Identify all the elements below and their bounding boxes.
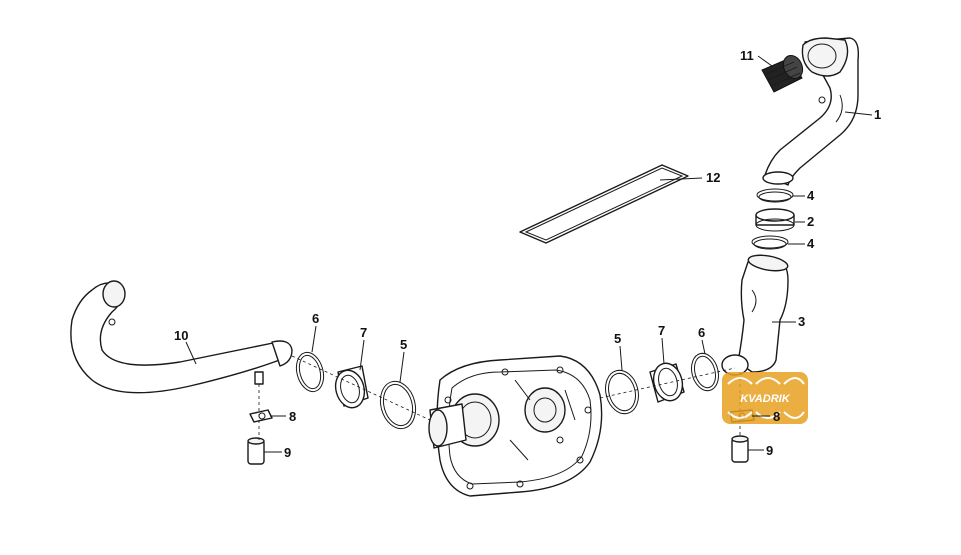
callout-2: 2 <box>807 214 814 229</box>
part-2-coupler <box>755 208 795 232</box>
part-6-clamp-left <box>295 351 325 393</box>
part-3-lower-duct <box>721 254 789 376</box>
part-4-clamp-lower <box>751 235 789 250</box>
callout-9-left: 9 <box>284 445 291 460</box>
callout-12: 12 <box>706 170 720 185</box>
part-1-upper-duct <box>762 37 860 186</box>
callout-labels: 11 1 12 4 2 4 3 6 7 5 5 7 6 10 8 8 9 9 <box>174 48 881 460</box>
kvadrik-watermark-logo: KVADRIK <box>722 372 808 424</box>
part-6-clamp-right <box>691 352 719 392</box>
cvt-cover <box>428 355 603 497</box>
callout-5-right: 5 <box>614 331 621 346</box>
watermark-background <box>722 372 808 424</box>
callout-8-left: 8 <box>289 409 296 424</box>
callout-11: 11 <box>740 48 754 63</box>
part-4-clamp-upper <box>756 188 794 203</box>
part-9-plug-right <box>731 435 749 463</box>
callout-7-left: 7 <box>360 325 367 340</box>
callout-1: 1 <box>874 107 881 122</box>
part-5-clamp-left <box>379 380 417 430</box>
part-8-clip-left <box>249 409 273 423</box>
part-12-label-strip <box>519 164 689 244</box>
callout-6-right: 6 <box>698 325 705 340</box>
callout-6-left: 6 <box>312 311 319 326</box>
callout-10: 10 <box>174 328 188 343</box>
callout-9-right: 9 <box>766 443 773 458</box>
watermark-text: KVADRIK <box>740 393 790 405</box>
part-7-coupler-left <box>334 365 369 409</box>
part-5-clamp-right <box>605 369 639 415</box>
callout-3: 3 <box>798 314 805 329</box>
part-9-plug-left <box>247 437 265 465</box>
part-7-coupler-right <box>649 362 685 403</box>
callout-4-lower: 4 <box>807 236 815 251</box>
callout-4-upper: 4 <box>807 188 815 203</box>
leader-lines <box>185 55 873 453</box>
part-10-left-duct <box>70 280 293 394</box>
callout-5-left: 5 <box>400 337 407 352</box>
callout-7-right: 7 <box>658 323 665 338</box>
callout-8-right: 8 <box>773 409 780 424</box>
part-11-foam-sleeve <box>761 54 804 93</box>
